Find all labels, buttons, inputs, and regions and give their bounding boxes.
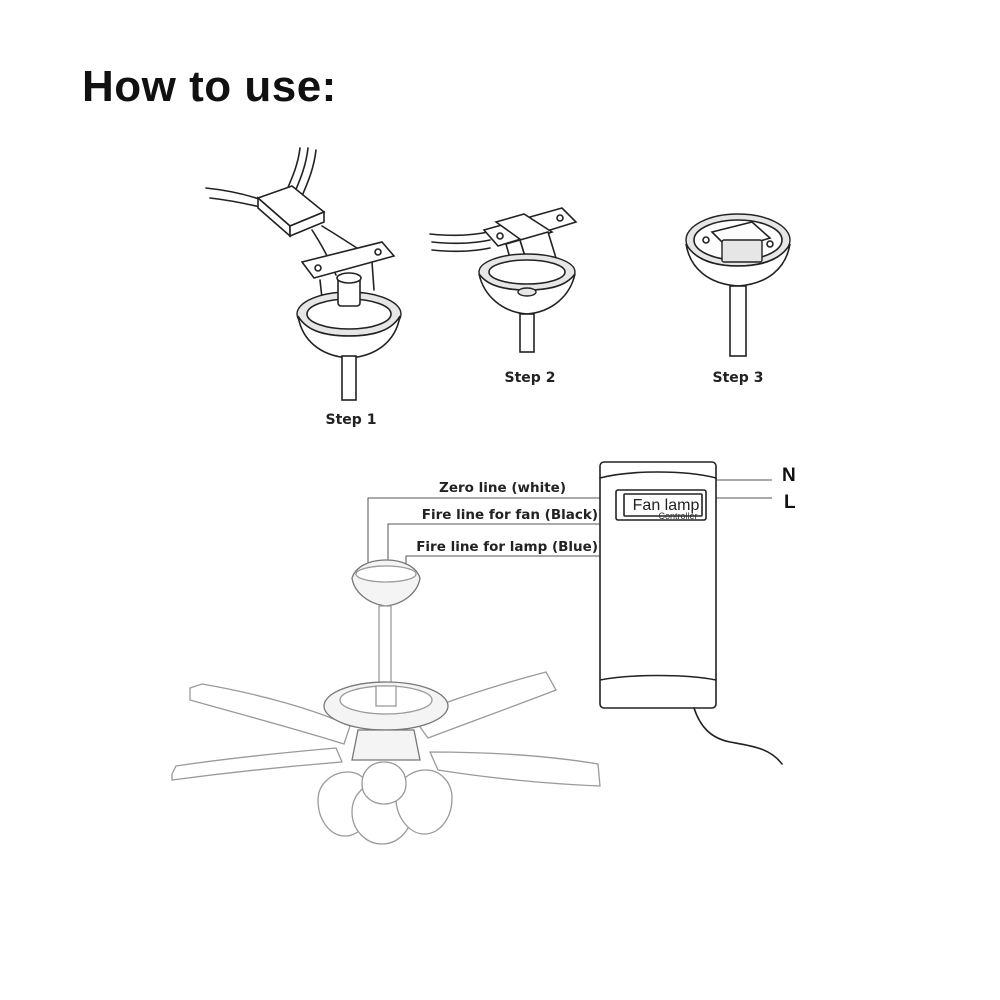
- step-3-illustration: [685, 213, 791, 357]
- fan-lamp-controller: [599, 461, 783, 765]
- page-title: How to use:: [82, 62, 337, 111]
- controller-subtitle: Controller: [658, 511, 697, 521]
- step-3-label: Step 3: [713, 370, 764, 386]
- lamp-line-label: Fire line for lamp (Blue): [416, 539, 598, 555]
- zero-line-label: Zero line (white): [439, 480, 566, 496]
- fan-line-label: Fire line for fan (Black): [422, 507, 598, 523]
- terminal-l-label: L: [784, 492, 796, 513]
- wiring-lines: [367, 479, 772, 572]
- ceiling-fan: [171, 559, 601, 845]
- step-2-label: Step 2: [505, 370, 556, 386]
- step-2-illustration: [429, 207, 578, 353]
- step-1-label: Step 1: [326, 412, 377, 428]
- terminal-n-label: N: [782, 465, 796, 486]
- controller-title: Fan lamp: [633, 497, 700, 514]
- step-1-illustration: [205, 147, 402, 401]
